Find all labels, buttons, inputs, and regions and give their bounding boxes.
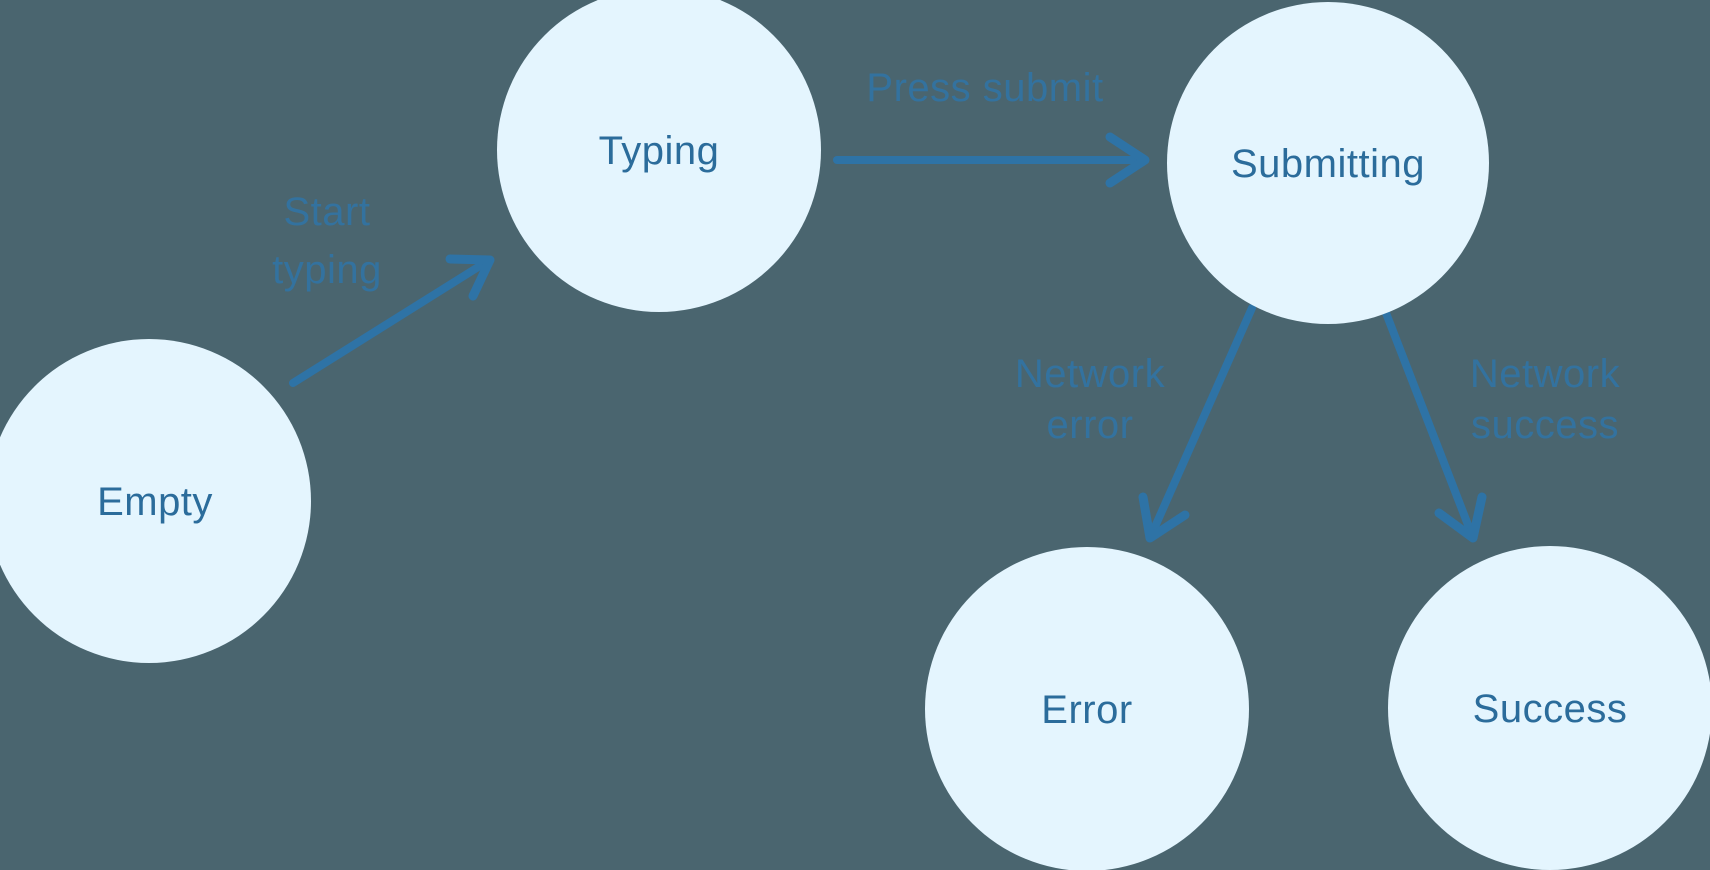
arrow-line-submitting-success (1382, 309, 1474, 534)
state-label-empty: Empty (97, 480, 213, 524)
arrowhead-typing-submitting-icon (1105, 132, 1150, 188)
transition-label-press-submit: Press submit (866, 66, 1103, 110)
state-label-error: Error (1041, 688, 1132, 732)
state-node-submitting (1167, 2, 1489, 324)
state-label-submitting: Submitting (1231, 142, 1425, 186)
state-node-error (925, 547, 1249, 870)
transition-empty-typing: Start typing (272, 190, 495, 387)
state-node-success (1388, 546, 1710, 870)
transition-label-start-typing-line-2: typing (272, 248, 382, 292)
state-label-success: Success (1473, 687, 1628, 731)
arrow-line-submitting-error (1150, 304, 1256, 533)
arrowhead-empty-typing-icon (445, 254, 495, 301)
state-node-empty (0, 339, 311, 663)
arrowhead-submitting-success-icon (1434, 492, 1487, 543)
state-label-typing: Typing (599, 129, 720, 173)
arrow-line-empty-typing (289, 260, 487, 387)
transition-label-network-success-line-2: success (1471, 403, 1619, 447)
transition-label-network-success-line-1: Network (1470, 352, 1621, 396)
state-node-typing (497, 0, 821, 312)
transition-typing-submitting: Press submit (833, 66, 1150, 188)
transition-label-start-typing-line-1: Start (284, 190, 371, 234)
transition-label-network-error-line-2: error (1047, 403, 1134, 447)
arrowhead-submitting-error-icon (1138, 492, 1190, 543)
transition-submitting-error: Network error (1015, 304, 1256, 543)
transition-submitting-success: Network success (1382, 309, 1621, 543)
transition-label-network-error-line-1: Network (1015, 352, 1166, 396)
